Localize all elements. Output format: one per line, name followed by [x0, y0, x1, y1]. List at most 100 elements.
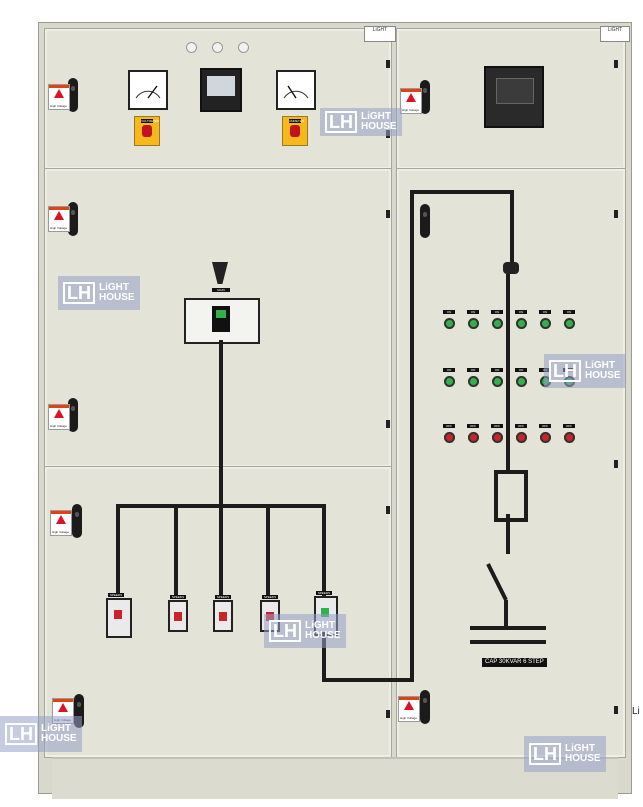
red-indicator-lamp [468, 432, 479, 443]
lamp-label: ON [491, 368, 503, 372]
voltmeter-dial-icon [135, 85, 161, 99]
door-handle[interactable] [72, 504, 82, 538]
capacitor-top-bus [410, 190, 514, 194]
main-breaker[interactable] [184, 298, 260, 344]
lamp-label: OFF [515, 424, 527, 428]
ammeter-dial-icon [283, 85, 309, 99]
main-bus-vertical [219, 340, 223, 506]
green-indicator-lamp [540, 318, 551, 329]
feeder-drop [174, 504, 178, 596]
door-handle[interactable] [420, 690, 430, 724]
voltmeter-selector-switch[interactable]: VOLTMETER [134, 116, 160, 146]
green-indicator-lamp [492, 318, 503, 329]
pilot-lamp [238, 42, 249, 53]
hinge [386, 60, 390, 68]
door-handle[interactable] [420, 80, 430, 114]
feeder-drop [116, 504, 120, 596]
main-tag: MAIN [212, 288, 230, 292]
feeder-breaker-1[interactable]: SPEEDS [106, 593, 132, 638]
hinge [386, 420, 390, 428]
cropped-side-text: Li [632, 706, 640, 717]
green-indicator-lamp [516, 318, 527, 329]
feeder-breaker-3[interactable]: SPEEDS [213, 595, 233, 632]
door-handle[interactable] [68, 398, 78, 432]
lamp-label: OFF [491, 424, 503, 428]
pilot-lamp [212, 42, 223, 53]
hinge [386, 210, 390, 218]
door-handle[interactable] [68, 202, 78, 236]
lamp-label: ON [515, 368, 527, 372]
green-indicator-lamp [468, 376, 479, 387]
capacitor-label: CAP 30KVAR 6 STEP [482, 658, 547, 667]
power-factor-controller [484, 66, 544, 128]
voltmeter [128, 70, 168, 110]
capacitor-plate [470, 640, 546, 644]
capacitor-link [322, 632, 326, 682]
feeder-drop [322, 504, 326, 596]
red-indicator-lamp [564, 432, 575, 443]
main-breaker-toggle[interactable] [212, 306, 230, 332]
capacitor-drop [510, 190, 514, 262]
warning-sticker: High Voltage [398, 696, 420, 722]
warning-sticker: High Voltage [48, 206, 70, 232]
warning-sticker: High Voltage [48, 404, 70, 430]
controller-display [496, 78, 534, 104]
green-indicator-lamp [492, 376, 503, 387]
warning-sticker: High Voltage [48, 84, 70, 110]
nameplate: LiGHT [600, 26, 630, 42]
lamp-label: OFF [563, 424, 575, 428]
lamp-label: ON [539, 310, 551, 314]
nameplate: LiGHT [364, 26, 396, 42]
green-indicator-lamp [444, 318, 455, 329]
capacitor-riser [410, 190, 414, 682]
switch-symbol-icon [486, 563, 508, 626]
lamp-label: ON [491, 310, 503, 314]
lamp-label: ON [563, 310, 575, 314]
capacitor-link [322, 678, 414, 682]
lamp-label: ON [443, 368, 455, 372]
hinge [614, 460, 618, 468]
ammeter [276, 70, 316, 110]
warning-sticker: High Voltage [400, 88, 422, 114]
door-handle[interactable] [68, 78, 78, 112]
multifunction-meter [200, 68, 242, 112]
green-indicator-lamp [444, 376, 455, 387]
green-indicator-lamp [468, 318, 479, 329]
hinge [386, 506, 390, 514]
pilot-lamp [186, 42, 197, 53]
door-handle[interactable] [420, 204, 430, 238]
lamp-label: OFF [539, 424, 551, 428]
lamp-label: ON [467, 368, 479, 372]
main-breaker-on-indicator [216, 310, 226, 318]
ammeter-selector-switch[interactable]: AMMETER [282, 116, 308, 146]
lamp-label: ON [467, 310, 479, 314]
lamp-label: ON [443, 310, 455, 314]
fuse-symbol [494, 470, 528, 522]
hinge [614, 60, 618, 68]
plinth [52, 757, 618, 799]
lamp-label: OFF [467, 424, 479, 428]
hinge [386, 710, 390, 718]
meter-display [207, 76, 235, 96]
red-indicator-lamp [540, 432, 551, 443]
hinge [614, 210, 618, 218]
door-handle[interactable] [74, 694, 84, 728]
warning-sticker: High Voltage [50, 510, 72, 536]
feeder-drop [266, 504, 270, 596]
green-indicator-lamp [564, 318, 575, 329]
capacitor-isolator[interactable] [503, 262, 519, 274]
feeder-drop [219, 504, 223, 596]
red-indicator-lamp [444, 432, 455, 443]
feeder-breaker-2[interactable]: SPEEDS [168, 595, 188, 632]
capacitor-plate [470, 626, 546, 630]
red-indicator-lamp [492, 432, 503, 443]
hinge [614, 706, 618, 714]
lamp-label: ON [515, 310, 527, 314]
capacitor-drop [506, 274, 510, 470]
